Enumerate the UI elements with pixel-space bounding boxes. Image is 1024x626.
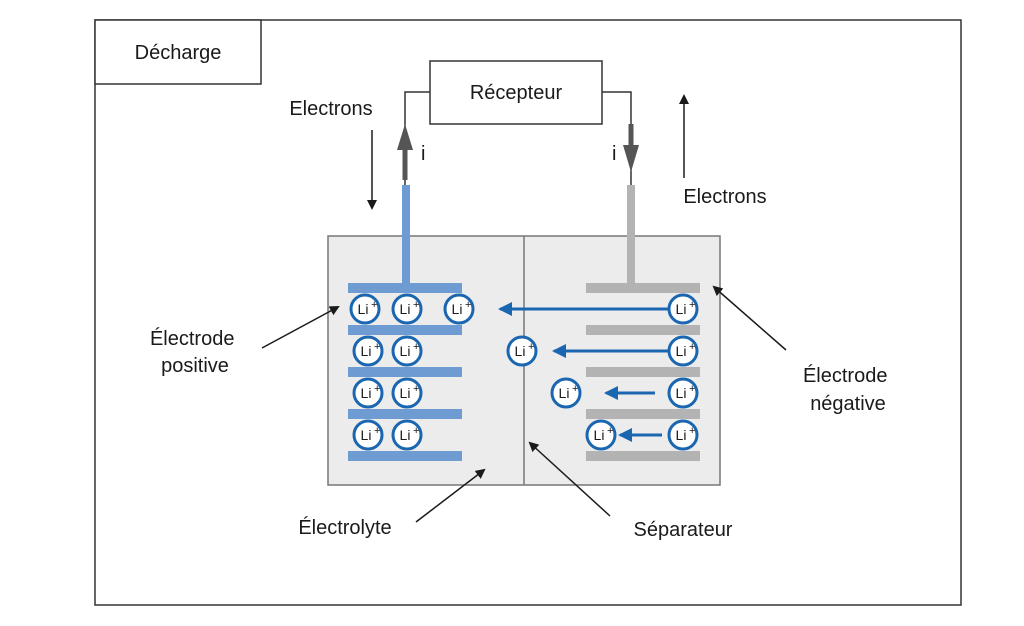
- receiver-label: Récepteur: [470, 82, 563, 104]
- positive-plate: [348, 283, 462, 293]
- current-arrowhead-left-icon: [397, 124, 413, 150]
- svg-text:Li: Li: [400, 385, 411, 401]
- current-label-right: i: [612, 143, 616, 165]
- svg-text:+: +: [572, 383, 578, 395]
- separator-pointer: [528, 441, 611, 517]
- electrons-left-label: Electrons: [289, 98, 372, 120]
- svg-text:+: +: [465, 299, 471, 311]
- svg-text:Li: Li: [676, 427, 687, 443]
- positive-electrode-plates: [348, 283, 462, 461]
- svg-text:Li: Li: [676, 343, 687, 359]
- ion-group-right: Li + Li + Li + Li +: [667, 293, 699, 451]
- negative-collector: [627, 185, 635, 285]
- lithium-ion: Li +: [506, 335, 538, 367]
- svg-text:Li: Li: [358, 301, 369, 317]
- lithium-ion: Li +: [391, 419, 423, 451]
- svg-text:Li: Li: [676, 301, 687, 317]
- svg-text:Li: Li: [559, 385, 570, 401]
- positive-plate: [348, 325, 462, 335]
- electrolyte-label: Électrolyte: [298, 516, 391, 539]
- positive-electrode-label: Électrode positive: [150, 327, 240, 377]
- lithium-ion: Li +: [352, 419, 384, 451]
- svg-text:Li: Li: [361, 343, 372, 359]
- lithium-ion: Li +: [391, 377, 423, 409]
- electrons-right-label: Electrons: [683, 186, 766, 208]
- svg-text:+: +: [371, 299, 377, 311]
- negative-electrode-label: Électrode négative: [803, 364, 893, 415]
- svg-text:Li: Li: [515, 343, 526, 359]
- negative-plate: [586, 409, 700, 419]
- negative-plate: [586, 283, 700, 293]
- svg-text:+: +: [413, 299, 419, 311]
- svg-text:Li: Li: [594, 427, 605, 443]
- svg-text:Li: Li: [361, 385, 372, 401]
- svg-text:+: +: [413, 383, 419, 395]
- svg-text:Li: Li: [361, 427, 372, 443]
- negative-plate: [586, 451, 700, 461]
- svg-text:+: +: [607, 425, 613, 437]
- svg-text:+: +: [689, 425, 695, 437]
- lithium-ion: Li +: [667, 293, 699, 325]
- lithium-ion: Li +: [443, 293, 475, 325]
- negative-electrode-plates: [586, 283, 700, 461]
- svg-text:Li: Li: [400, 427, 411, 443]
- ion-group-left: Li + Li + Li + Li + Li + Li +: [349, 293, 475, 451]
- positive-collector: [402, 185, 410, 285]
- svg-text:+: +: [374, 383, 380, 395]
- lithium-ion: Li +: [391, 293, 423, 325]
- lithium-ion: Li +: [391, 335, 423, 367]
- lithium-ion: Li +: [349, 293, 381, 325]
- lithium-ion: Li +: [550, 377, 582, 409]
- positive-plate: [348, 451, 462, 461]
- negative-electrode-pointer: [712, 285, 787, 351]
- lithium-ion: Li +: [667, 335, 699, 367]
- lithium-ion: Li +: [352, 377, 384, 409]
- lithium-ion: Li +: [585, 419, 617, 451]
- svg-text:+: +: [374, 425, 380, 437]
- svg-text:+: +: [528, 341, 534, 353]
- current-arrowhead-right-icon: [623, 145, 639, 172]
- negative-plate: [586, 325, 700, 335]
- svg-text:+: +: [374, 341, 380, 353]
- electrolyte-pointer: [415, 468, 486, 523]
- svg-text:Li: Li: [676, 385, 687, 401]
- svg-text:+: +: [413, 341, 419, 353]
- svg-text:+: +: [689, 383, 695, 395]
- lithium-ion: Li +: [667, 419, 699, 451]
- current-label-left: i: [421, 143, 425, 165]
- ion-group-middle: Li + Li + Li +: [506, 335, 617, 451]
- title-box: [94, 19, 262, 85]
- svg-text:+: +: [413, 425, 419, 437]
- title: Décharge: [135, 42, 222, 64]
- svg-text:Li: Li: [400, 301, 411, 317]
- negative-plate: [586, 367, 700, 377]
- svg-text:+: +: [689, 341, 695, 353]
- svg-text:Li: Li: [452, 301, 463, 317]
- positive-plate: [348, 409, 462, 419]
- receiver-box: [429, 60, 603, 125]
- svg-text:+: +: [689, 299, 695, 311]
- lithium-ion: Li +: [667, 377, 699, 409]
- lithium-ion: Li +: [352, 335, 384, 367]
- separator-label: Séparateur: [634, 519, 733, 541]
- positive-electrode-pointer: [261, 306, 340, 349]
- svg-text:Li: Li: [400, 343, 411, 359]
- positive-plate: [348, 367, 462, 377]
